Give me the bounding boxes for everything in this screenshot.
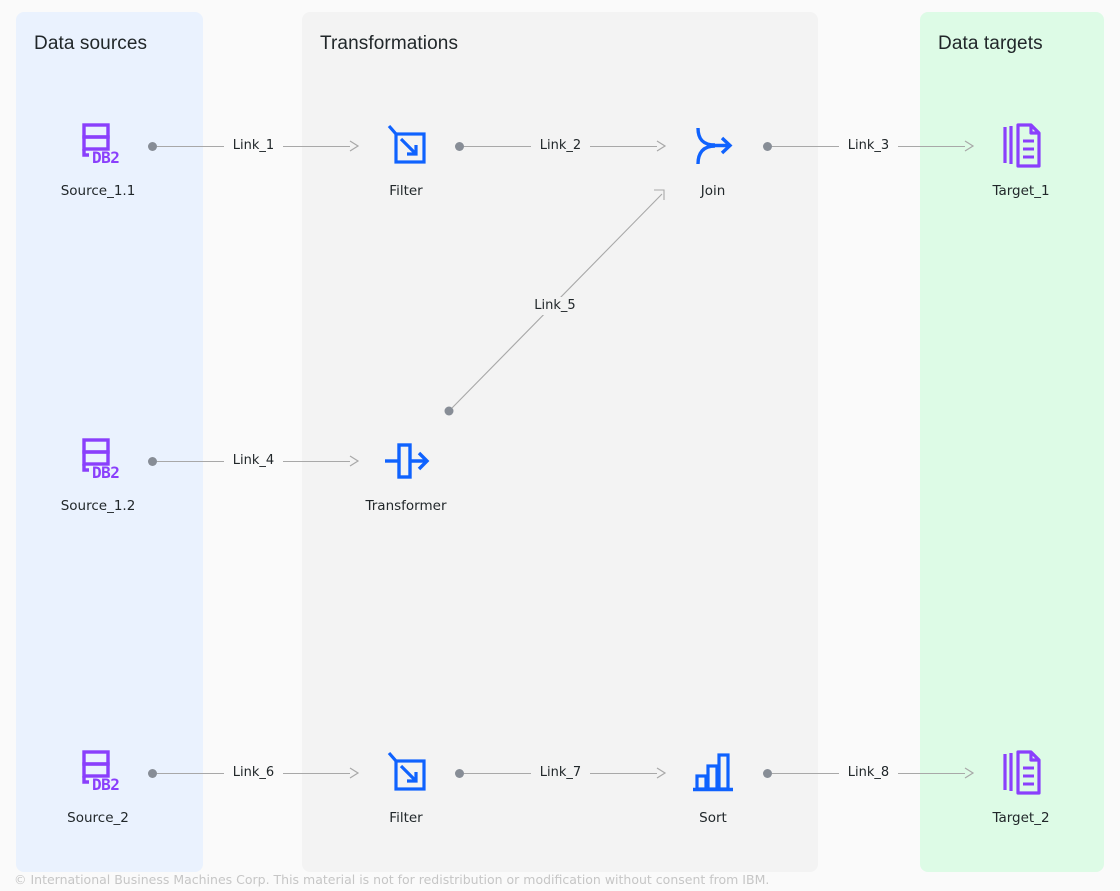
link-start-dot bbox=[148, 768, 157, 778]
link-label: Link_2 bbox=[539, 138, 582, 153]
link-arrow-icon bbox=[964, 767, 975, 779]
link-start-dot bbox=[148, 456, 157, 466]
db2-database-icon: DB2 bbox=[38, 437, 158, 485]
link-line-right bbox=[898, 145, 965, 147]
node-target-2[interactable]: Target_2 bbox=[961, 749, 1081, 826]
node-target-1[interactable]: Target_1 bbox=[961, 122, 1081, 199]
link-start-dot bbox=[763, 768, 772, 778]
node-label: Transformer bbox=[365, 498, 447, 514]
lane-data-targets: Data targets bbox=[920, 12, 1104, 872]
lane-transformations: Transformations bbox=[302, 12, 818, 872]
link-link-2[interactable]: Link_2 bbox=[455, 134, 667, 158]
link-arrow-icon bbox=[656, 140, 667, 152]
link-start-dot bbox=[763, 141, 772, 151]
lane-title-data-sources: Data sources bbox=[34, 33, 148, 54]
node-label: Target_1 bbox=[992, 183, 1050, 199]
link-label: Link_5 bbox=[528, 297, 582, 315]
link-line-right bbox=[898, 772, 965, 774]
link-line-left bbox=[157, 772, 224, 774]
node-label: Source_2 bbox=[67, 810, 129, 826]
link-link-4[interactable]: Link_4 bbox=[148, 449, 360, 473]
link-label: Link_3 bbox=[847, 138, 890, 153]
node-label: Source_1.2 bbox=[60, 498, 136, 514]
node-source-1-2[interactable]: DB2 Source_1.2 bbox=[38, 437, 158, 514]
transformer-icon bbox=[346, 437, 466, 485]
filter-icon bbox=[346, 122, 466, 170]
copyright-footer: © International Business Machines Corp. … bbox=[14, 872, 770, 887]
link-link-3[interactable]: Link_3 bbox=[763, 134, 975, 158]
target-file-icon bbox=[961, 749, 1081, 797]
lane-title-data-targets: Data targets bbox=[938, 33, 1043, 54]
link-link-7[interactable]: Link_7 bbox=[455, 761, 667, 785]
link-line-right bbox=[283, 145, 350, 147]
link-arrow-icon bbox=[964, 140, 975, 152]
link-link-1[interactable]: Link_1 bbox=[148, 134, 360, 158]
link-line-left bbox=[464, 772, 531, 774]
svg-text:DB2: DB2 bbox=[92, 463, 119, 482]
db2-database-icon: DB2 bbox=[38, 749, 158, 797]
link-start-dot bbox=[455, 141, 464, 151]
node-join[interactable]: Join bbox=[653, 122, 773, 199]
svg-text:DB2: DB2 bbox=[92, 148, 119, 167]
link-link-8[interactable]: Link_8 bbox=[763, 761, 975, 785]
node-label: Source_1.1 bbox=[60, 183, 136, 199]
join-icon bbox=[653, 122, 773, 170]
link-arrow-icon bbox=[349, 140, 360, 152]
link-line-left bbox=[464, 145, 531, 147]
link-label: Link_6 bbox=[232, 765, 275, 780]
link-line-left bbox=[772, 145, 839, 147]
link-line-right bbox=[283, 460, 350, 462]
svg-text:DB2: DB2 bbox=[92, 775, 119, 794]
node-label: Filter bbox=[389, 810, 423, 826]
link-link-6[interactable]: Link_6 bbox=[148, 761, 360, 785]
node-label: Filter bbox=[389, 183, 423, 199]
node-source-2[interactable]: DB2 Source_2 bbox=[38, 749, 158, 826]
link-arrow-icon bbox=[349, 455, 360, 467]
link-line-right bbox=[590, 772, 657, 774]
link-label: Link_4 bbox=[232, 453, 275, 468]
db2-database-icon: DB2 bbox=[38, 122, 158, 170]
node-transformer[interactable]: Transformer bbox=[346, 437, 466, 514]
lane-title-transformations: Transformations bbox=[320, 33, 459, 54]
node-filter-top[interactable]: Filter bbox=[346, 122, 466, 199]
link-label: Link_8 bbox=[847, 765, 890, 780]
node-label: Join bbox=[700, 183, 726, 199]
sort-icon bbox=[653, 749, 773, 797]
link-line-left bbox=[772, 772, 839, 774]
link-start-dot bbox=[148, 141, 157, 151]
link-line-right bbox=[590, 145, 657, 147]
node-filter-bot[interactable]: Filter bbox=[346, 749, 466, 826]
node-label: Target_2 bbox=[992, 810, 1050, 826]
node-sort[interactable]: Sort bbox=[653, 749, 773, 826]
link-line-left bbox=[157, 145, 224, 147]
target-file-icon bbox=[961, 122, 1081, 170]
link-start-dot bbox=[455, 768, 464, 778]
link-line-left bbox=[157, 460, 224, 462]
link-line-right bbox=[283, 772, 350, 774]
link-label: Link_1 bbox=[232, 138, 275, 153]
link-arrow-icon bbox=[349, 767, 360, 779]
link-arrow-icon bbox=[656, 767, 667, 779]
node-source-1-1[interactable]: DB2 Source_1.1 bbox=[38, 122, 158, 199]
filter-icon bbox=[346, 749, 466, 797]
node-label: Sort bbox=[699, 810, 727, 826]
link-label: Link_7 bbox=[539, 765, 582, 780]
